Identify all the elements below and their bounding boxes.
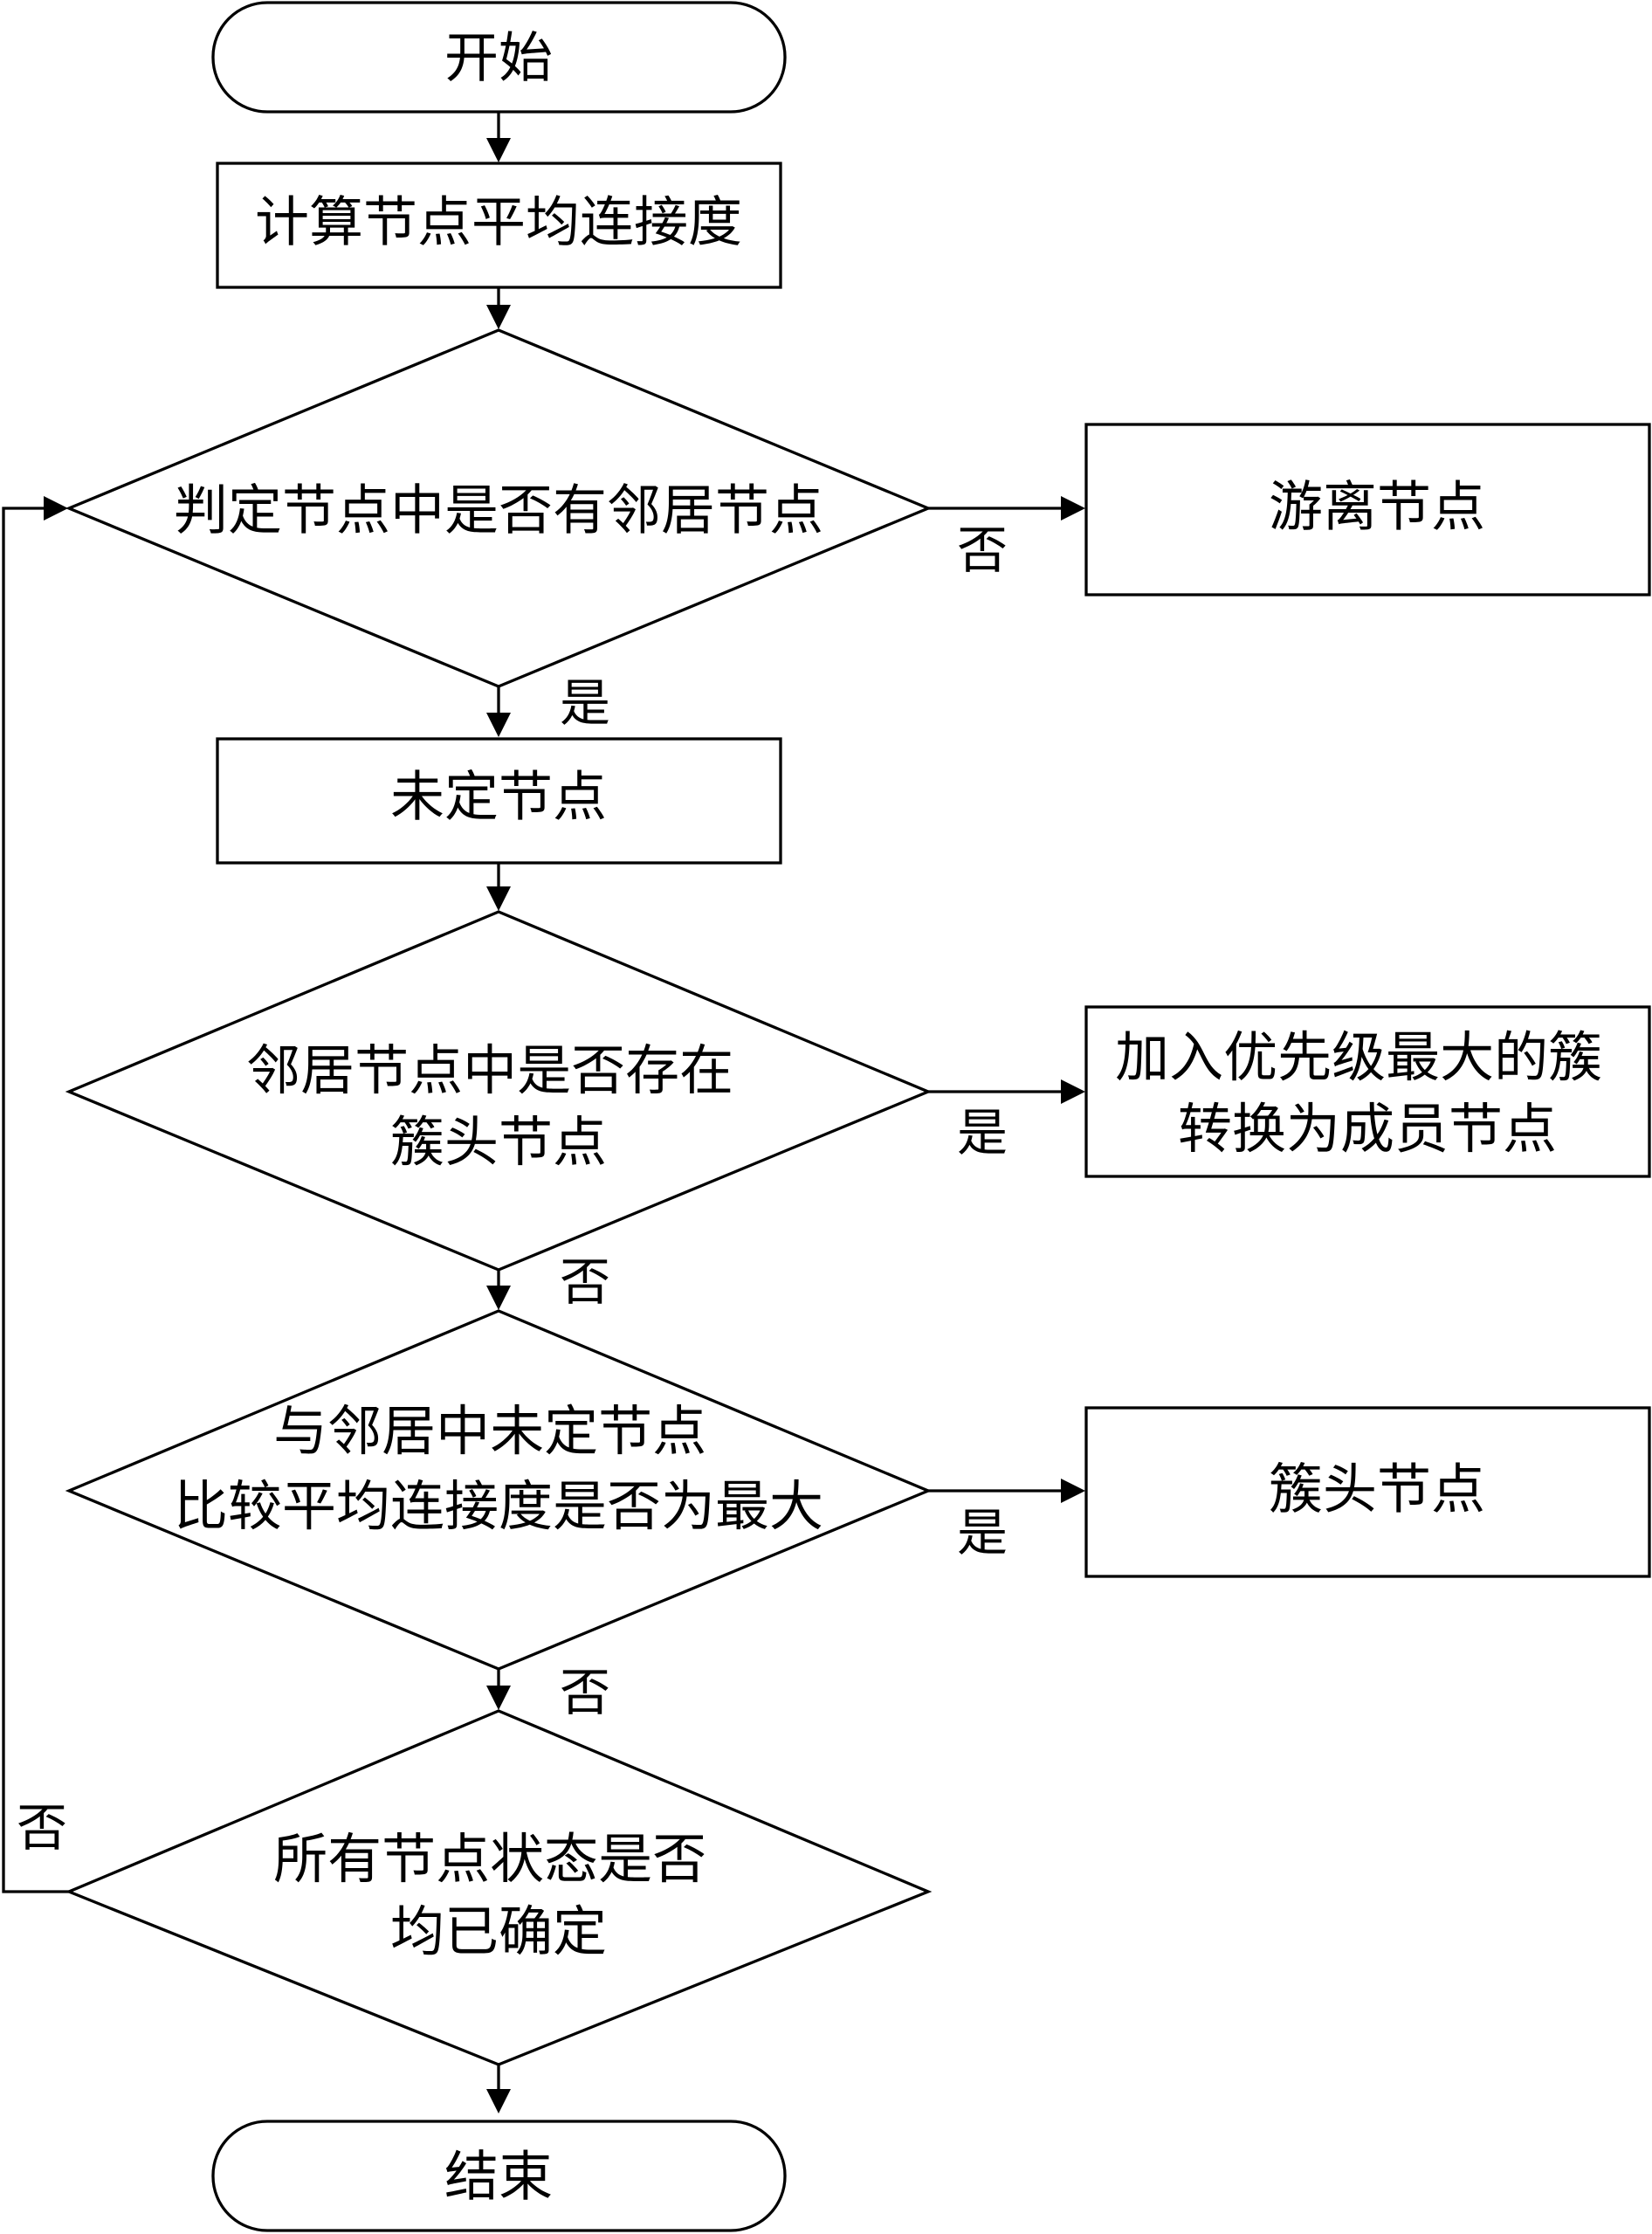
max-degree-line-1: 与邻居中未定节点 (273, 1399, 706, 1463)
cluster-head-exists-decision (65, 910, 933, 1272)
all-determined-no-label: 否 (17, 1798, 67, 1858)
node-isolated: 游离节点 (1084, 423, 1651, 596)
arrowhead-join (1061, 1079, 1085, 1104)
isolated-box (1084, 423, 1651, 596)
node-end: 结束 (211, 2120, 787, 2232)
start-label: 开始 (444, 26, 553, 90)
arrowhead-end (486, 2089, 511, 2113)
has-neighbor-no-label: 否 (957, 521, 1008, 580)
cluster-head-exists-yes-label: 是 (957, 1103, 1008, 1162)
has-neighbor-yes-label: 是 (560, 673, 610, 733)
end-terminal (211, 2120, 787, 2232)
node-has-neighbor: 判定节点中是否有邻居节点 (65, 328, 933, 688)
node-undetermined: 未定节点 (216, 737, 782, 865)
all-determined-line-1: 所有节点状态是否 (273, 1827, 706, 1891)
arrowhead-undetermined (486, 713, 511, 737)
compute-degree-box (216, 162, 782, 289)
node-all-determined: 所有节点状态是否 均已确定 (65, 1709, 933, 2066)
max-degree-yes-label: 是 (957, 1503, 1008, 1562)
join-cluster-line-2: 转换为成员节点 (1178, 1097, 1557, 1161)
all-determined-line-2: 均已确定 (390, 1900, 607, 1963)
cluster-head-exists-line-2: 簇头节点 (390, 1110, 607, 1174)
cluster-head-label: 簇头节点 (1269, 1458, 1485, 1521)
isolated-label: 游离节点 (1269, 475, 1485, 539)
max-degree-line-2: 比较平均连接度是否为最大 (174, 1474, 823, 1538)
arrowhead-all-determined (486, 1686, 511, 1710)
max-degree-label: 与邻居中未定节点 比较平均连接度是否为最大 (174, 1399, 823, 1538)
undetermined-box (216, 737, 782, 865)
compute-degree-label: 计算节点平均连接度 (255, 190, 742, 254)
join-cluster-label: 加入优先级最大的簇 转换为成员节点 (1115, 1025, 1620, 1161)
start-terminal (211, 1, 787, 114)
arrowhead-compute (486, 138, 511, 162)
arrowhead-has-neighbor (486, 305, 511, 329)
arrowhead-isolated (1061, 496, 1085, 521)
arrowhead-cluster-head (1061, 1479, 1085, 1503)
cluster-head-box (1084, 1406, 1651, 1578)
arrowhead-cluster-head-exists (486, 886, 511, 911)
max-degree-decision (65, 1309, 933, 1671)
node-compute-degree: 计算节点平均连接度 (216, 162, 782, 289)
all-determined-label: 所有节点状态是否 均已确定 (273, 1827, 724, 1963)
has-neighbor-decision (65, 328, 933, 688)
node-join-cluster: 加入优先级最大的簇 转换为成员节点 (1084, 1005, 1651, 1178)
has-neighbor-label: 判定节点中是否有邻居节点 (174, 479, 823, 542)
cluster-head-exists-label: 邻居节点中是否存在 簇头节点 (246, 1038, 751, 1174)
join-cluster-line-1: 加入优先级最大的簇 (1115, 1025, 1602, 1089)
arrowhead-loop-back (44, 496, 68, 521)
node-cluster-head-exists: 邻居节点中是否存在 簇头节点 (65, 910, 933, 1272)
node-start: 开始 (211, 1, 787, 114)
node-cluster-head: 簇头节点 (1084, 1406, 1651, 1578)
cluster-head-exists-line-1: 邻居节点中是否存在 (246, 1038, 733, 1102)
cluster-head-exists-no-label: 否 (560, 1252, 610, 1312)
end-label: 结束 (444, 2145, 553, 2209)
all-determined-decision (65, 1709, 933, 2066)
join-cluster-box (1084, 1005, 1651, 1178)
undetermined-label: 未定节点 (390, 765, 607, 829)
connectors (2, 112, 1085, 2113)
edge-loop-back-to-has-neighbor (2, 507, 69, 1893)
branch-labels: 否 是 是 否 是 否 否 (17, 521, 1008, 1858)
node-max-degree: 与邻居中未定节点 比较平均连接度是否为最大 (65, 1309, 933, 1671)
max-degree-no-label: 否 (560, 1663, 610, 1722)
arrowhead-max-degree (486, 1286, 511, 1310)
